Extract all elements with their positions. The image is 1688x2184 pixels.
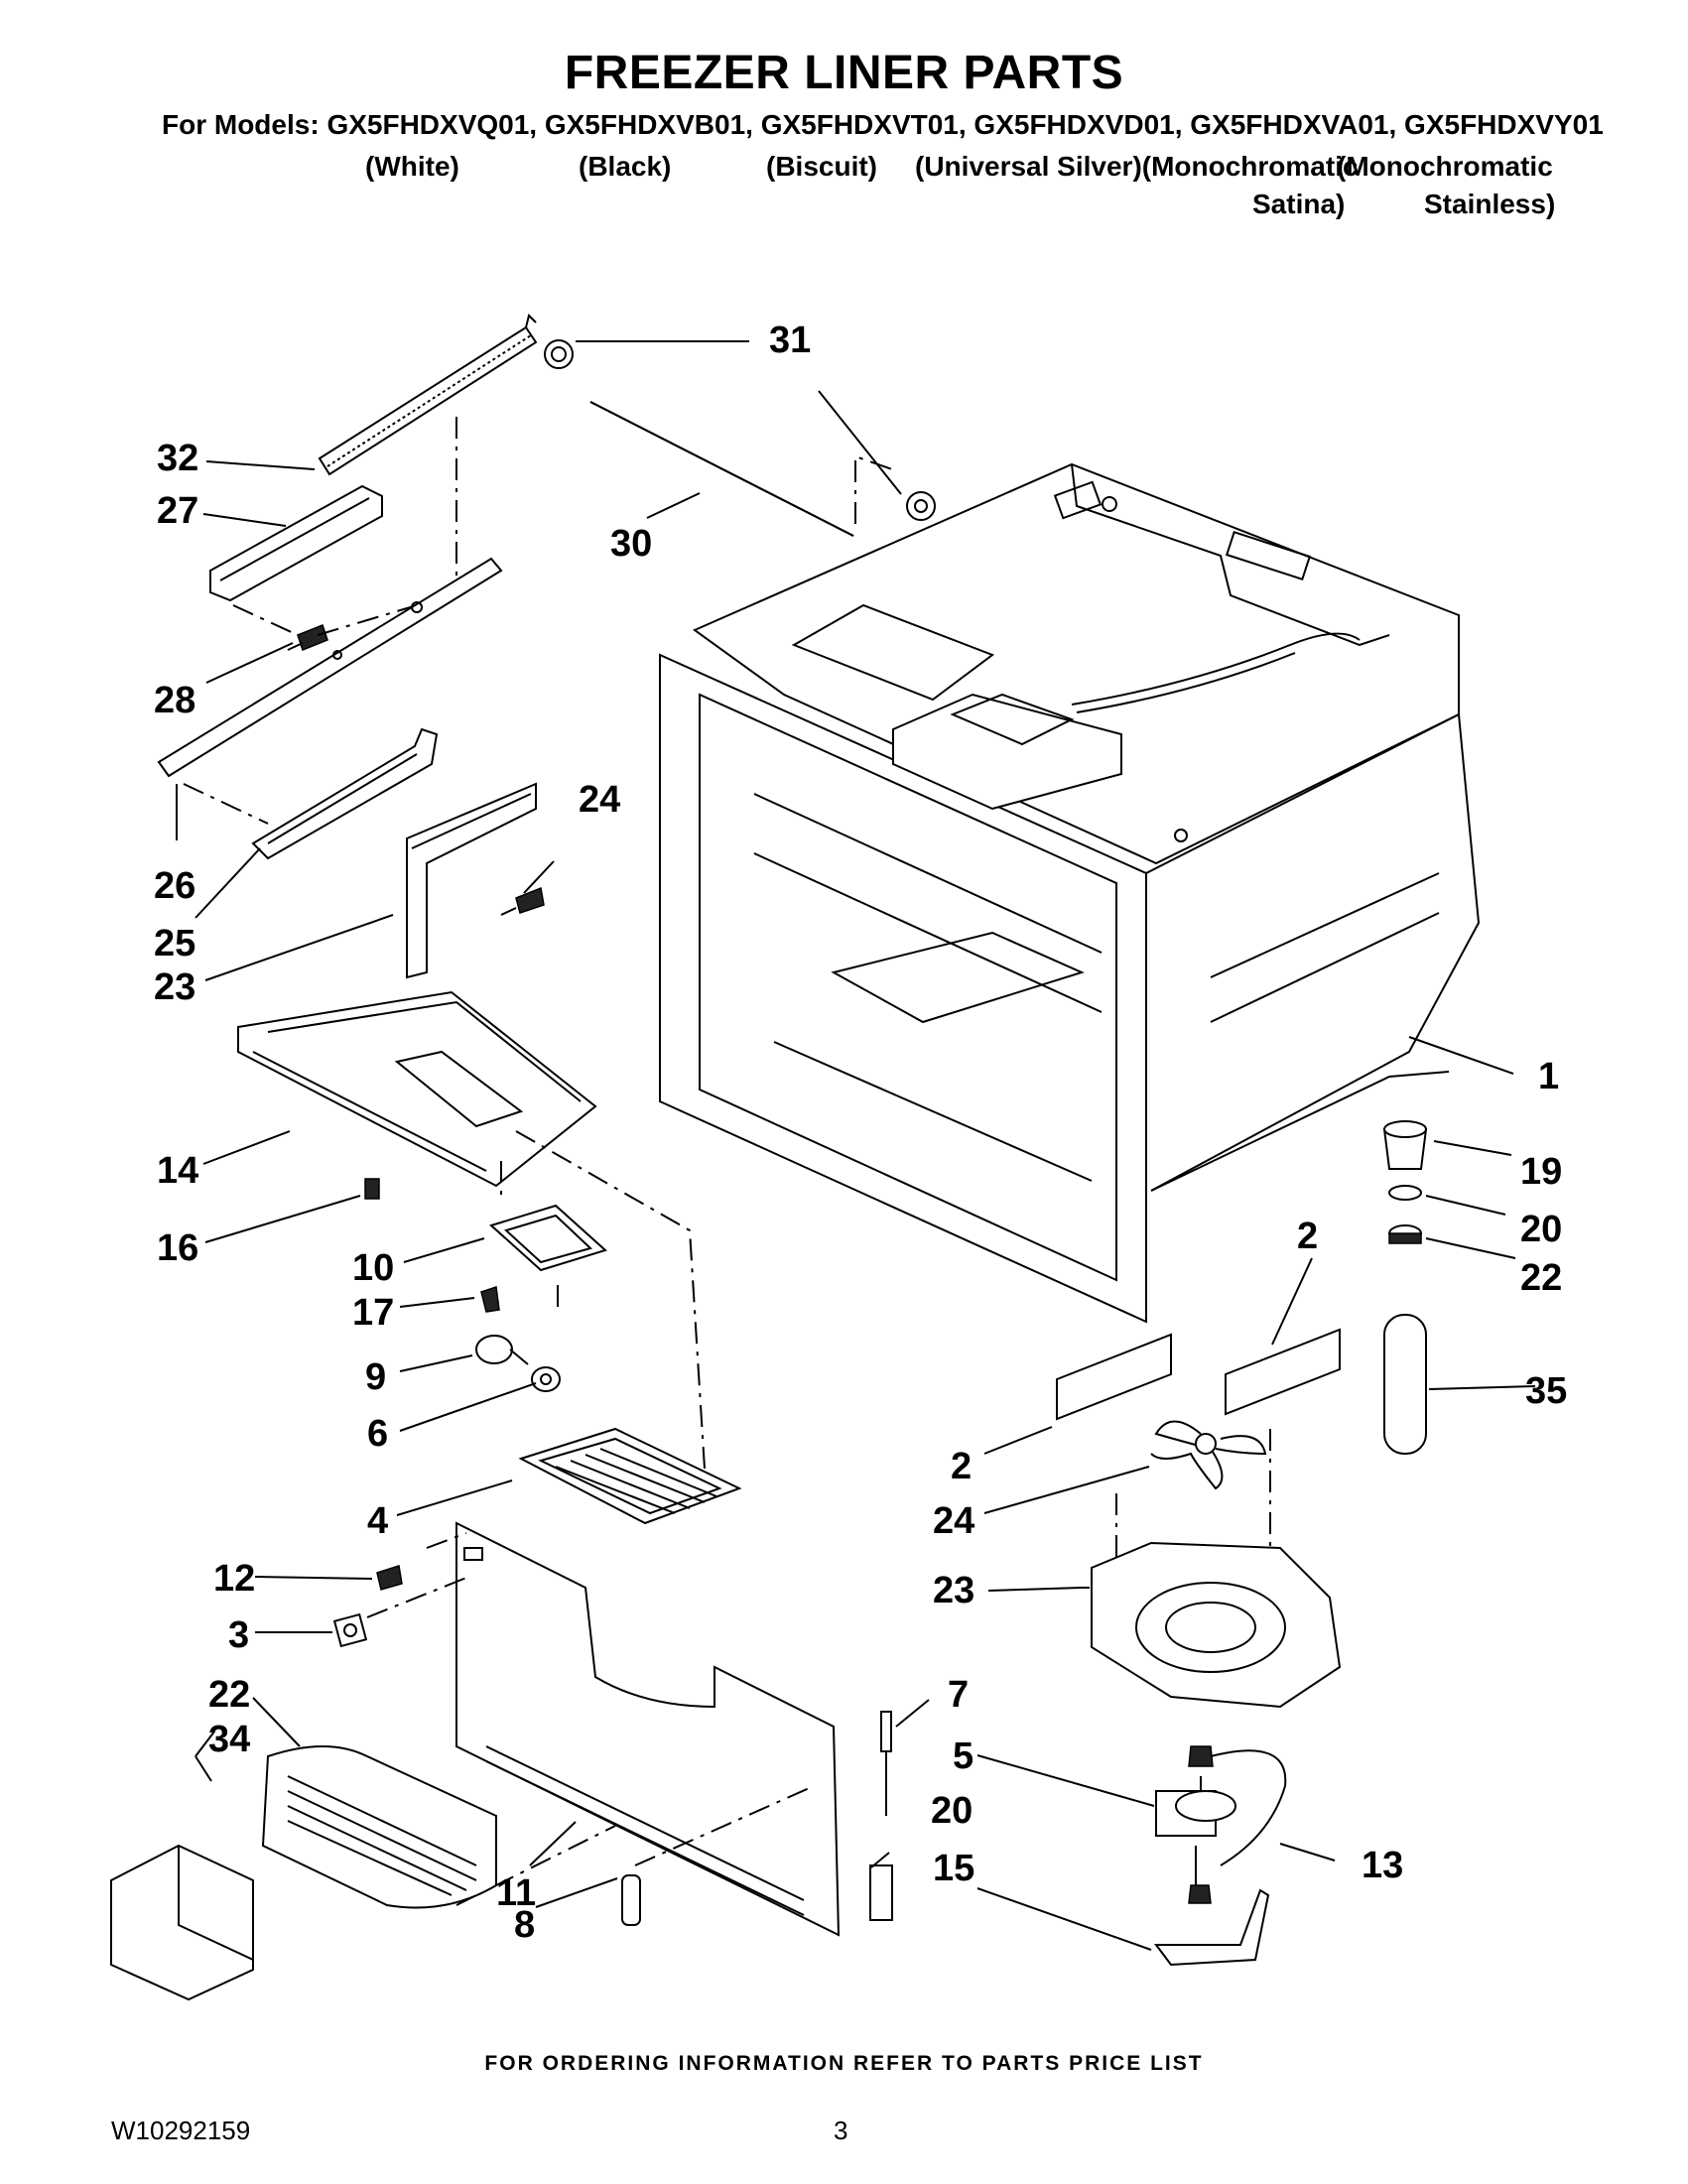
ordering-note: FOR ORDERING INFORMATION REFER TO PARTS … bbox=[484, 2052, 1204, 2075]
label-30: 28 bbox=[154, 680, 195, 721]
label-29: 27 bbox=[157, 490, 198, 532]
label-15: 15 bbox=[933, 1848, 974, 1889]
leader-lines bbox=[176, 340, 1536, 1951]
label-24: 24 bbox=[933, 1500, 974, 1542]
fan-assembly bbox=[1056, 1328, 1342, 1967]
label-13: 13 bbox=[1362, 1845, 1403, 1886]
label-1: 1 bbox=[1538, 1056, 1559, 1097]
drawer-rail-assembly bbox=[157, 314, 936, 979]
label-9: 9 bbox=[365, 1356, 386, 1398]
label-6: 6 bbox=[367, 1413, 388, 1455]
label-18: 19 bbox=[1520, 1151, 1562, 1193]
document-id: W10292159 bbox=[111, 2116, 251, 2145]
color-universal-silver: (Universal Silver)(Monochromatic bbox=[915, 151, 1359, 182]
label-17: 17 bbox=[352, 1292, 394, 1334]
label-33: 32 bbox=[157, 438, 198, 479]
label-14: 14 bbox=[157, 1150, 198, 1192]
label-32: 31 bbox=[769, 320, 811, 361]
label-2a: 2 bbox=[1297, 1216, 1318, 1257]
part-number-labels: 31 32 27 30 28 24 26 25 23 1 14 19 2 16 … bbox=[154, 320, 1567, 1946]
label-28: 26 bbox=[154, 865, 195, 907]
label-4: 4 bbox=[367, 1500, 388, 1542]
label-26: 24 bbox=[579, 779, 620, 821]
label-12: 12 bbox=[213, 1558, 255, 1600]
label-22: 22 bbox=[208, 1674, 250, 1716]
label-20: 20 bbox=[931, 1790, 973, 1832]
label-8: 8 bbox=[514, 1904, 535, 1946]
label-2b: 2 bbox=[951, 1446, 972, 1487]
label-25: 23 bbox=[154, 966, 195, 1008]
page-number: 3 bbox=[834, 2116, 848, 2145]
models-line: For Models: GX5FHDXVQ01, GX5FHDXVB01, GX… bbox=[162, 109, 1604, 140]
label-19: 20 bbox=[1520, 1209, 1562, 1250]
grille-part bbox=[518, 1427, 742, 1525]
color-stainless: Stainless) bbox=[1424, 189, 1556, 219]
label-11: 11 bbox=[496, 1872, 536, 1914]
label-16: 16 bbox=[157, 1227, 198, 1269]
label-27: 25 bbox=[154, 923, 195, 964]
label-23: 23 bbox=[933, 1570, 974, 1611]
label-35: 35 bbox=[1525, 1370, 1567, 1412]
label-10: 10 bbox=[352, 1247, 394, 1289]
label-31: 30 bbox=[610, 523, 652, 565]
light-assembly bbox=[475, 1161, 607, 1392]
color-biscuit: (Biscuit) bbox=[766, 151, 877, 182]
color-black: (Black) bbox=[579, 151, 672, 182]
drain-assembly bbox=[1382, 1120, 1428, 1455]
label-21: 22 bbox=[1520, 1257, 1562, 1299]
page-title: FREEZER LINER PARTS bbox=[564, 47, 1124, 99]
freezer-shelf-part bbox=[237, 990, 706, 1470]
label-5: 5 bbox=[953, 1735, 974, 1777]
rear-panel-part bbox=[332, 1521, 893, 1937]
color-white: (White) bbox=[365, 151, 459, 182]
color-satina: Satina) bbox=[1252, 189, 1346, 219]
label-7: 7 bbox=[948, 1674, 969, 1716]
freezer-liner-part bbox=[659, 462, 1481, 1324]
vent-grille-assembly bbox=[110, 1745, 497, 2001]
color-monochromatic-stainless-top: (Monochromatic bbox=[1337, 151, 1553, 182]
label-34: 34 bbox=[208, 1719, 250, 1760]
label-3: 3 bbox=[228, 1614, 249, 1656]
